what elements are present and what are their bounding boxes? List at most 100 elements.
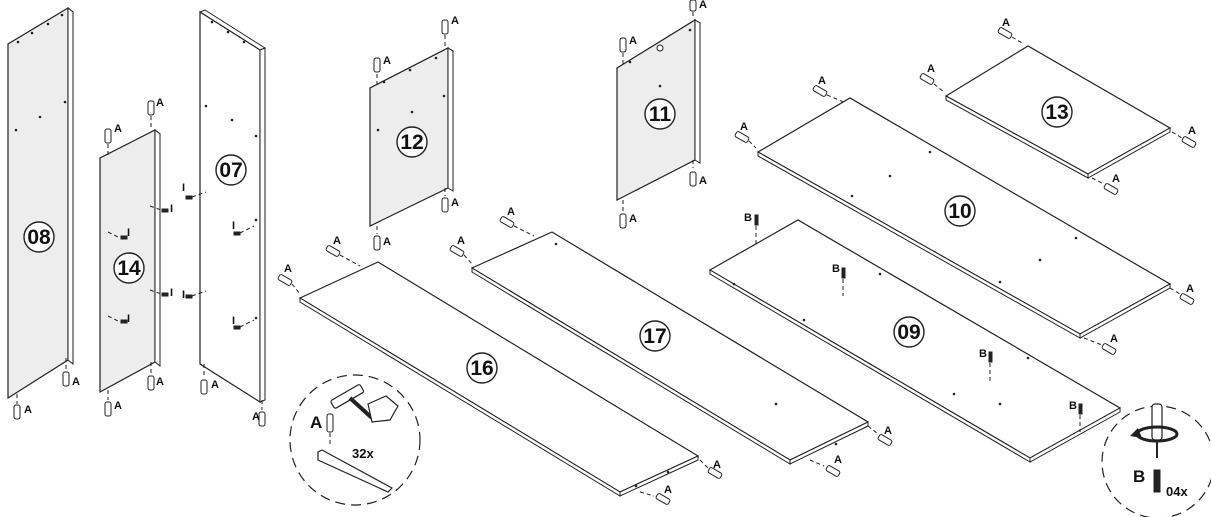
panel-number-16: 16 [470,357,493,380]
dowels-16: A A A A [277,235,723,505]
dowel-icon [441,19,449,35]
hardware-label: A [740,121,748,133]
dowel-icon [147,100,155,116]
hardware-label: A [1110,333,1118,345]
hardware-label: I [182,289,185,301]
dowel-icon [373,235,381,251]
hardware-label: A [451,197,459,209]
dowels-12: A A A A [373,15,459,251]
panel-08: 08 [7,6,74,400]
hardware-label: I [232,315,235,327]
hardware-label: A [699,0,707,11]
dowels-11: A A A A [619,0,707,229]
cam-bolt-icon [120,319,128,324]
dowel-icon [258,411,266,427]
cam-bolt-icon [161,292,169,297]
dowel-icon [441,197,449,213]
panel-09: 09 [708,219,1122,463]
hardware-label: B [979,348,987,360]
hardware-label: I [182,182,185,194]
dowel-icon [689,0,697,12]
hardware-label: I [170,287,173,299]
hardware-label: A [383,236,391,248]
hardware-label: A [884,425,892,437]
hardware-label: A [383,55,391,67]
dowel-icon [877,434,893,446]
hardware-label: A [156,97,164,109]
hardware-label: B [832,263,840,275]
screw-icon [1078,403,1083,415]
hardware-label: A [114,400,122,412]
hardware-label: A [1186,283,1194,295]
dowel-icon [277,274,293,286]
hardware-label: B [1069,400,1077,412]
callout-qty-dowel: 32x [352,446,374,461]
hardware-label: A [284,263,292,275]
panel-10: 10 [756,97,1172,339]
dowel-icon [734,131,750,143]
dowel-icon [1101,343,1117,355]
hardware-label: I [232,220,235,232]
cam-bolt-icon [185,195,193,200]
callout-letter-b: B [1133,467,1145,486]
panel-number-11: 11 [649,103,672,126]
panel-number-08: 08 [27,226,51,249]
hardware-label: A [24,404,32,416]
hardware-label: A [713,459,721,471]
hardware-label: A [664,484,672,496]
panel-number-10: 10 [948,200,971,223]
dowel-icon [147,375,155,391]
hardware-label: A [699,175,707,187]
dowels-17: A A A A [449,206,893,477]
panel-14: 14 [99,128,161,394]
dowel-icon [1179,293,1195,305]
hardware-label: A [927,63,935,75]
hardware-label: I [127,313,130,325]
dowel-icon [325,245,341,257]
panel-12: 12 [369,47,455,227]
hardware-label: A [114,123,122,135]
hardware-label: A [72,376,80,388]
hardware-label: A [1112,173,1120,185]
dowel-icon [997,27,1013,39]
panel-17: 17 [470,231,870,465]
hardware-label: A [1188,125,1196,137]
panel-number-12: 12 [400,131,423,154]
hardware-label: I [170,203,173,215]
panel-13: 13 [944,45,1172,179]
panel-07: 07 [198,9,267,404]
screw-icon [1153,469,1161,493]
hardware-label: A [211,379,219,391]
callout-qty-screw: 04x [1166,484,1188,499]
dowel-icon [499,216,515,228]
hardware-label: A [333,235,341,247]
hardware-label: B [744,212,752,224]
hardware-label: A [507,206,515,218]
dowel-callout: A 32x [289,374,421,506]
dowel-icon [707,467,723,479]
dowel-icon [200,379,208,395]
dowel-icon [919,73,935,85]
hardware-label: A [818,75,826,87]
hardware-label: A [451,15,459,27]
dowel-icon [1181,136,1197,148]
screw-callout: B 04x [1101,403,1211,517]
cam-bolt-icon [120,235,128,240]
dowel-icon [449,245,465,257]
screws-09: B B B B [744,212,1083,432]
panel-number-17: 17 [643,325,666,348]
hardware-label: A [1002,17,1010,29]
cam-bolt-icon [185,294,193,299]
dowel-icon [619,37,627,53]
hardware-label: A [629,213,637,225]
hardware-label: A [457,235,465,247]
dowels-08: A A [13,358,80,420]
dowel-icon [812,85,828,97]
screw-icon [754,214,759,226]
dowel-icon [104,128,112,144]
cam-bolt-icon [233,231,241,236]
dowels-14: A A A A I I I I [104,97,173,417]
panel-number-09: 09 [897,321,920,344]
screw-icon [841,267,846,279]
